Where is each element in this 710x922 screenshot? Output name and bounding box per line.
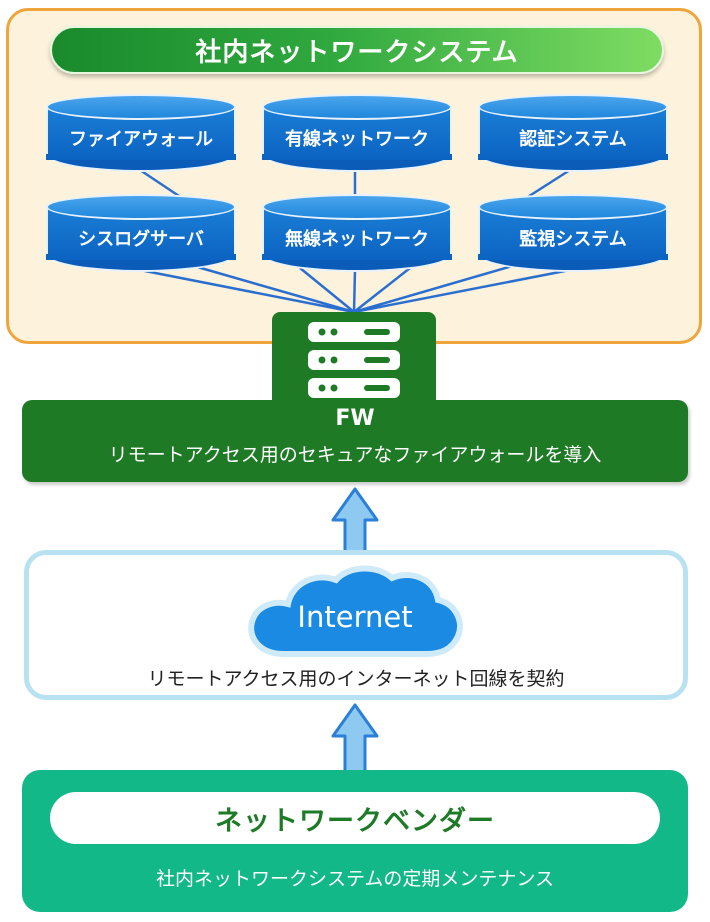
system-label: 有線ネットワーク: [285, 129, 429, 150]
internet-description: リモートアクセス用のインターネット回線を契約: [147, 668, 565, 690]
system-monitoring: 監視システム: [478, 194, 668, 272]
system-firewall: ファイアウォール: [46, 94, 236, 172]
system-wireless-network: 無線ネットワーク: [262, 194, 452, 272]
internal-network-title: 社内ネットワークシステム: [50, 26, 664, 74]
system-syslog: シスログサーバ: [46, 194, 236, 272]
internet-label: Internet: [297, 600, 413, 634]
vendor-description: 社内ネットワークシステムの定期メンテナンス: [155, 868, 555, 890]
fw-description: リモートアクセス用のセキュアなファイアウォールを導入: [108, 444, 602, 466]
system-label: ファイアウォール: [69, 129, 213, 150]
fw-title: FW: [335, 406, 375, 431]
vendor-title: ネットワークベンダー: [50, 792, 660, 844]
system-label: 認証システム: [519, 129, 627, 150]
system-auth: 認証システム: [478, 94, 668, 172]
system-label: シスログサーバ: [78, 229, 204, 250]
system-wired-network: 有線ネットワーク: [262, 94, 452, 172]
server-icon: [308, 322, 400, 398]
fw-bar: [22, 400, 688, 482]
system-label: 無線ネットワーク: [285, 229, 429, 250]
system-label: 監視システム: [519, 229, 627, 250]
cloud-icon: [248, 565, 463, 657]
